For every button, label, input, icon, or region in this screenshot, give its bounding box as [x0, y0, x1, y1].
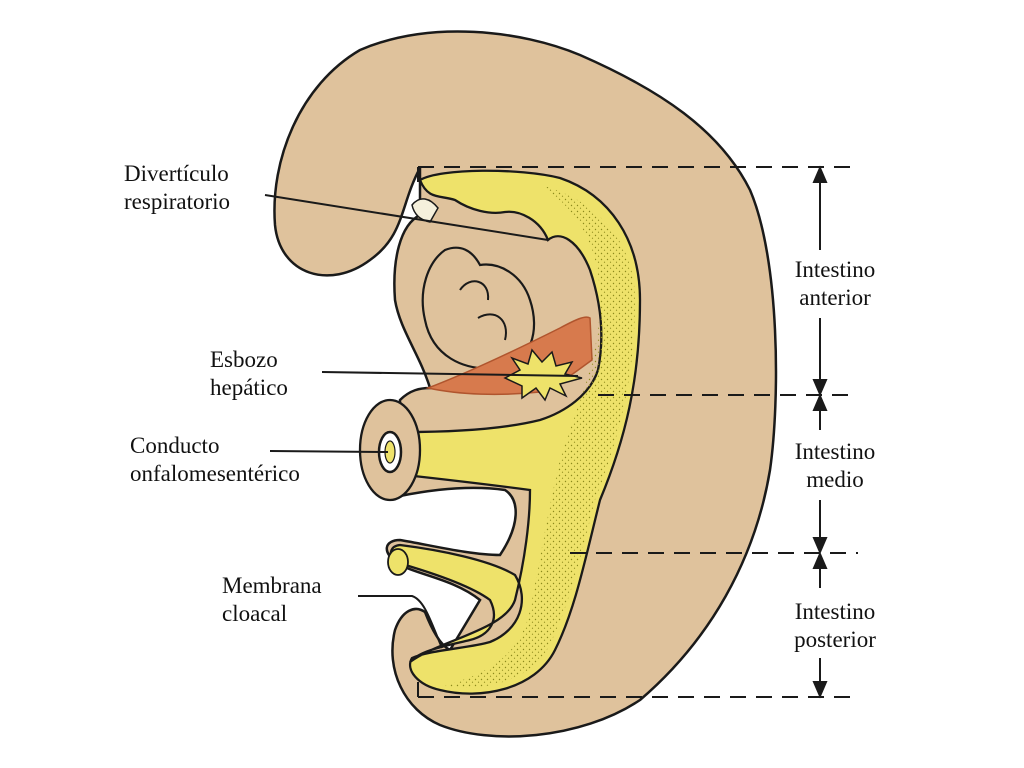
label-respiratory-line1: Divertículo [124, 161, 229, 186]
label-hindgut: Intestino posterior [778, 598, 892, 654]
label-duct-line1: Conducto [130, 433, 220, 458]
label-midgut-line2: medio [806, 467, 864, 492]
label-foregut-line2: anterior [799, 285, 871, 310]
label-vitelline-duct: Conducto onfalomesentérico [130, 432, 300, 488]
gut-tube-stipple [445, 185, 635, 688]
leader-respiratory [264, 194, 549, 241]
label-foregut: Intestino anterior [778, 256, 892, 312]
region-boundaries [417, 166, 858, 698]
label-foregut-line1: Intestino [794, 257, 876, 282]
arrow-hindgut-up-head [812, 551, 828, 569]
leader-liver [321, 371, 579, 377]
label-membrane-line1: Membrana [222, 573, 322, 598]
arrow-foregut-up-head [812, 165, 828, 183]
arrow-foregut-down-head [812, 379, 828, 397]
label-liver-line2: hepático [210, 375, 288, 400]
leader-lines [264, 194, 579, 649]
leader-membrane [358, 595, 443, 649]
allantois-opening [387, 548, 409, 576]
heart-fold [459, 280, 507, 341]
label-duct-line2: onfalomesentérico [130, 461, 300, 486]
label-respiratory-line2: respiratorio [124, 189, 231, 214]
arrow-hindgut-down-head [812, 681, 828, 699]
region-arrows [812, 165, 828, 699]
label-membrane-line2: cloacal [222, 601, 288, 626]
label-cloacal-membrane: Membrana cloacal [222, 572, 322, 628]
label-hindgut-line2: posterior [794, 627, 876, 652]
label-liver-line1: Esbozo [210, 347, 278, 372]
label-liver-bud: Esbozo hepático [210, 346, 288, 402]
label-hindgut-line1: Intestino [794, 599, 876, 624]
label-midgut-line1: Intestino [794, 439, 876, 464]
respiratory-tip [411, 198, 439, 223]
label-midgut: Intestino medio [778, 438, 892, 494]
label-respiratory-diverticulum: Divertículo respiratorio [124, 160, 230, 216]
arrow-midgut-down-head [812, 537, 828, 555]
arrow-midgut-up-head [812, 393, 828, 411]
leader-duct [269, 450, 389, 453]
